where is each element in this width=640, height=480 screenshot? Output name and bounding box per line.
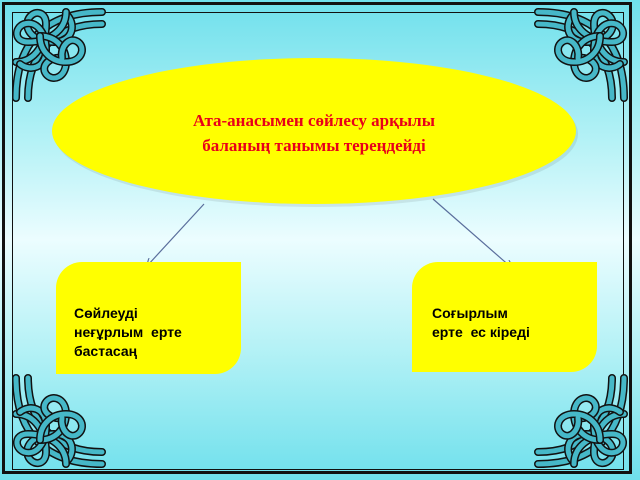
right-node-line-2: ерте ес кіреді [432, 324, 530, 340]
arrow-to-left-node [147, 203, 205, 266]
celtic-knot-corner-icon [534, 374, 628, 468]
celtic-knot-corner-icon [534, 8, 628, 102]
left-node-line-2: неғұрлым ерте [74, 324, 182, 340]
celtic-knot-corner-icon [12, 374, 106, 468]
main-node-text: Ата-анасымен сөйлесу арқылы баланың таны… [134, 108, 494, 158]
arrow-to-right-node [432, 198, 512, 268]
left-node-text: Сөйлеуді неғұрлым ерте бастасаң [74, 304, 234, 361]
left-node-line-3: бастасаң [74, 343, 138, 359]
main-node-line-1: Ата-анасымен сөйлесу арқылы [193, 111, 435, 130]
left-node-line-1: Сөйлеуді [74, 305, 138, 321]
main-node: Ата-анасымен сөйлесу арқылы баланың таны… [52, 58, 576, 204]
right-node: Соғырлым ерте ес кіреді [412, 262, 597, 372]
right-node-line-1: Соғырлым [432, 305, 508, 321]
main-node-line-2: баланың танымы тереңдейді [202, 136, 426, 155]
celtic-knot-corner-icon [12, 8, 106, 102]
left-node: Сөйлеуді неғұрлым ерте бастасаң [56, 262, 241, 374]
right-node-text: Соғырлым ерте ес кіреді [432, 304, 592, 342]
